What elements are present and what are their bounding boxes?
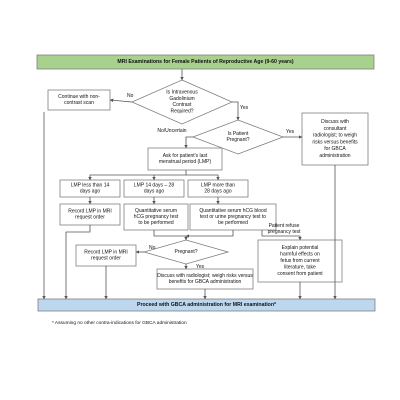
gadolinium-question-text: Required? xyxy=(170,108,193,114)
quant-urine-to-pregnant-arrow xyxy=(185,230,234,238)
discuss-consultant-text: risks versus benefits xyxy=(312,139,358,145)
footer-text: Proceed with GBCA administration for MRI… xyxy=(137,302,277,308)
flowchart-connectors xyxy=(42,69,337,300)
record-top-to-footer-arrow xyxy=(64,225,91,300)
ask-lmp-text: Ask for patient's last xyxy=(163,153,208,159)
gadolinium-question-text: Is Intravenous xyxy=(166,90,198,96)
gadolinium-question-text: Gadolinium xyxy=(169,96,194,102)
header-text: MRI Examinations for Female Patients of … xyxy=(117,59,294,65)
edge-label-no-uncertain: No/Uncertain xyxy=(157,128,186,134)
explain-effects-text: fetus from current xyxy=(280,258,320,264)
flowchart-nodes xyxy=(36,54,376,312)
non-contrast-scan-text: Continue with non- xyxy=(58,94,100,100)
edge-label-no-pregnant: No xyxy=(149,245,156,251)
discuss-consultant-text: consultant xyxy=(324,126,347,132)
record-lmp-top-text: request order xyxy=(75,215,105,221)
quant-serum-test-box xyxy=(123,203,189,231)
ask-lmp-to-less-14-arrow xyxy=(88,170,187,181)
explain-effects-text: consent from patient xyxy=(277,271,323,277)
record-lmp-top-text: Record LMP in MRI xyxy=(68,209,112,215)
quant-serum-test-text: Quantitative serum xyxy=(135,208,177,214)
explain-effects-text: Explain potential xyxy=(282,245,319,251)
record-lmp-bottom-text: Record LMP in MRI xyxy=(84,250,128,256)
pregnant-question-diamond xyxy=(191,119,285,155)
flowchart-node-labels: MRI Examinations for Female Patients of … xyxy=(58,59,358,308)
header-box xyxy=(36,54,375,70)
quant-urine-refuse-to-explain-arrow xyxy=(261,230,302,241)
edge-label-refuse-test: Patient refuse xyxy=(269,223,300,229)
gadolinium-question-diamond xyxy=(131,79,233,125)
discuss-radiologist-text: benefits for GBCA administration xyxy=(169,279,242,285)
lmp-14-28-text: days ago xyxy=(144,189,165,195)
pregnant-question-text: Is Patient xyxy=(228,131,249,137)
ask-lmp-to-more-28-arrow xyxy=(186,174,220,181)
edge-label-refuse-test: pregnancy test xyxy=(268,229,301,235)
discuss-consultant-text: Discuss with xyxy=(321,119,349,125)
lmp-less-14-text: days ago xyxy=(80,189,101,195)
quant-serum-test-text: hCG pregnancy test xyxy=(134,214,179,220)
ask-lmp-text: menstrual period (LMP) xyxy=(159,159,212,165)
lmp-more-28-text: LMP more than xyxy=(201,183,235,189)
edge-label-no-contrast: No xyxy=(127,93,134,99)
quant-or-urine-test-text: Quantitative serum hCG blood xyxy=(199,208,266,214)
footnote: * Assuming no other contra-indications f… xyxy=(52,320,187,326)
discuss-radiologist-text: Discuss with radiologist; weigh risks ve… xyxy=(157,273,253,279)
quant-serum-test-text: to be performed xyxy=(138,220,174,226)
edge-label-yes-contrast: Yes xyxy=(240,105,249,111)
quant-serum-to-pregnant-arrow xyxy=(153,230,188,241)
discuss-consultant-text: administration xyxy=(319,153,350,159)
lmp-14-28-text: LMP 14 days – 28 xyxy=(134,183,174,189)
explain-effects-text: literature, take xyxy=(284,264,316,270)
gadolinium-question-text: Contrast xyxy=(173,102,193,108)
pregnant-question-text: Pregnant? xyxy=(226,137,249,143)
quant-or-urine-test-text: test or urine pregnancy test to xyxy=(200,214,266,220)
quant-or-urine-test-box xyxy=(189,203,277,231)
quant-or-urine-test-text: be performed xyxy=(218,220,248,226)
pregnant-no-to-ask-lmp-arrow xyxy=(184,136,193,149)
lmp-more-28-text: 28 days ago xyxy=(204,189,231,195)
gadolinium-no-to-non-contrast-arrow xyxy=(109,98,133,103)
gadolinium-yes-to-pregnant-arrow xyxy=(232,101,240,121)
explain-effects-text: harmful effects on xyxy=(280,252,320,258)
edge-label-yes-pregnant: Yes xyxy=(286,129,295,135)
edge-label-yes-pregnant-bottom: Yes xyxy=(196,264,205,270)
discuss-consultant-text: radiologist; to weigh xyxy=(313,133,357,139)
discuss-consultant-text: for GBCA xyxy=(324,146,346,152)
lmp-less-14-text: LMP less than 14 xyxy=(71,183,110,189)
non-contrast-scan-text: contrast scan xyxy=(64,100,94,106)
pregnant-diamond-text: Pregnant? xyxy=(174,249,197,255)
record-lmp-bottom-text: request order xyxy=(91,256,121,262)
